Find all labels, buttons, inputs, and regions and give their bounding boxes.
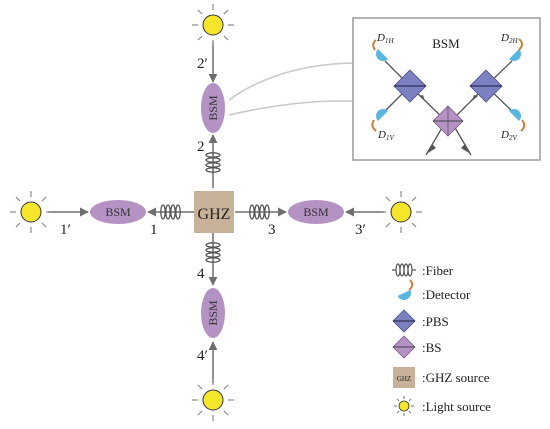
light-source-icon	[380, 191, 422, 233]
light-source-icon	[192, 379, 234, 421]
ghz-source-icon	[393, 367, 415, 388]
label-1: 1	[150, 222, 158, 238]
detector-d2v: D2V	[500, 109, 526, 142]
arrow-icon	[419, 95, 425, 101]
callout-lower-curve	[228, 100, 354, 116]
fiber-coil-icon	[205, 242, 221, 263]
legend-light: :Light source	[394, 396, 491, 416]
detector-icon	[371, 109, 388, 132]
inset-frame	[352, 17, 541, 161]
arrow-icon	[428, 144, 436, 153]
detector-icon	[372, 39, 388, 61]
label-2: 2	[197, 139, 205, 155]
legend-detector: :Detector	[397, 279, 471, 302]
bsm-ellipse	[201, 83, 225, 133]
inset-title: BSM	[432, 36, 460, 51]
legend-ghz-icon-text: GHZ	[397, 375, 411, 383]
light-source-3	[380, 191, 422, 233]
detector-label-d2v: D2V	[500, 129, 517, 142]
bsm-node-4: BSM	[201, 288, 225, 338]
bsm-label: BSM	[206, 95, 220, 121]
fiber-coil-icon	[249, 204, 270, 220]
light-source-4	[192, 379, 234, 421]
bsm-ellipse	[201, 288, 225, 338]
bsm-label: BSM	[206, 300, 220, 326]
light-source-2	[192, 4, 234, 46]
light-source-1	[10, 191, 52, 233]
label-4-prime: 4′	[197, 348, 208, 364]
fiber-coils	[160, 152, 270, 263]
bsm-ellipse	[288, 200, 344, 224]
legend-light-label: :Light source	[422, 399, 491, 414]
bsm-node-3: BSM	[288, 200, 344, 224]
legend-pbs: :PBS	[392, 309, 449, 333]
legend-detector-label: :Detector	[422, 287, 471, 302]
arrow-icon	[461, 144, 469, 153]
detector-label-d2h: D2H	[500, 32, 518, 45]
fiber-coil-icon	[392, 263, 416, 277]
detector-icon	[397, 279, 414, 300]
zoom-callout	[228, 62, 354, 116]
pbs-left	[393, 69, 427, 103]
ghz-source: GHZ	[194, 191, 234, 233]
light-source-icon	[394, 396, 414, 416]
node-labels: 2′ 2 1′ 1 3 3′ 4 4′	[60, 56, 366, 364]
legend-bs: :BS	[392, 335, 442, 359]
ghz-source-box	[194, 191, 234, 233]
bsm-node-2: BSM	[201, 83, 225, 133]
detector-label-d1v: D1V	[377, 129, 394, 142]
label-3-prime: 3′	[355, 222, 366, 238]
label-2-prime: 2′	[197, 56, 208, 72]
bsm-node-1: BSM	[90, 200, 146, 224]
bsm-inset: BSM	[352, 17, 541, 161]
label-1-prime: 1′	[60, 222, 71, 238]
legend-fiber: :Fiber	[392, 263, 454, 278]
bsm-label: BSM	[105, 205, 131, 219]
connection-lines	[48, 42, 384, 383]
legend: :Fiber :Detector :PBS :BS GHZ :GHZ sourc…	[392, 263, 491, 416]
legend-bs-label: :BS	[422, 340, 442, 355]
light-source-icon	[10, 191, 52, 233]
fiber-coil-icon	[205, 152, 221, 173]
legend-ghz-label: :GHZ source	[422, 370, 490, 385]
bsm-ellipse	[90, 200, 146, 224]
detector-label-d1h: D1H	[376, 32, 394, 45]
legend-fiber-label: :Fiber	[422, 263, 454, 278]
label-4: 4	[197, 266, 205, 282]
detector-d1v: D1V	[371, 109, 394, 142]
arrow-icon	[472, 95, 478, 101]
bsm-label: BSM	[303, 205, 329, 219]
detector-d1h: D1H	[372, 32, 394, 61]
detector-icon	[509, 38, 523, 61]
label-3: 3	[268, 222, 276, 238]
callout-upper-curve	[228, 62, 354, 101]
detector-d2h: D2H	[500, 32, 523, 61]
fiber-coil-icon	[160, 204, 181, 220]
bs-center	[432, 105, 464, 137]
light-source-icon	[192, 4, 234, 46]
legend-pbs-label: :PBS	[422, 314, 449, 329]
ghz-label: GHZ	[198, 206, 231, 223]
detector-icon	[509, 109, 526, 132]
inset-arrows	[419, 95, 478, 153]
pbs-right	[469, 69, 503, 103]
legend-ghz: GHZ :GHZ source	[393, 367, 490, 388]
